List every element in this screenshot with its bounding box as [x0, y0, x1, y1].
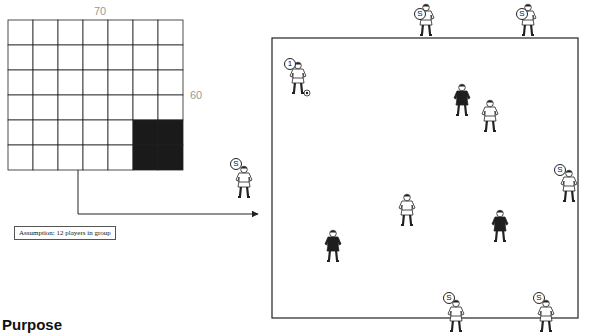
- field-square: [272, 38, 578, 318]
- section-heading: Purpose: [2, 317, 62, 332]
- grid-cell: [158, 70, 183, 95]
- grid-cell: [83, 145, 108, 170]
- grid-cell: [158, 45, 183, 70]
- note-box: Assumption: 12 players in group: [14, 226, 116, 240]
- grid-cell: [83, 45, 108, 70]
- grid-cell: [83, 120, 108, 145]
- grid-cell: [33, 120, 58, 145]
- grid-cell: [133, 20, 158, 45]
- dimension: 60: [190, 90, 202, 101]
- dark-player: [454, 84, 470, 115]
- light-player: [448, 300, 464, 331]
- grid-cell: [33, 145, 58, 170]
- grid-cell: [58, 95, 83, 120]
- grid-cell: [133, 45, 158, 70]
- grid-cell: [158, 95, 183, 120]
- support-marker: S: [516, 8, 528, 20]
- shaded-cell: [133, 120, 158, 145]
- light-player: [482, 100, 498, 131]
- light-player: [236, 166, 252, 197]
- support-marker: S: [230, 158, 242, 170]
- grid-cell: [108, 145, 133, 170]
- grid-cell: [58, 145, 83, 170]
- grid-cell: [33, 45, 58, 70]
- support-marker: S: [554, 164, 566, 176]
- grid-cell: [108, 120, 133, 145]
- light-player: [538, 300, 554, 331]
- grid-cell: [158, 20, 183, 45]
- grid-cell: [58, 70, 83, 95]
- grid-cell: [8, 20, 33, 45]
- grid-cell: [108, 20, 133, 45]
- grid-cell: [8, 120, 33, 145]
- grid-cell: [8, 145, 33, 170]
- support-marker: S: [414, 8, 426, 20]
- grid-cell: [33, 70, 58, 95]
- light-player: [399, 194, 415, 225]
- grid-cell: [108, 95, 133, 120]
- grid-cell: [8, 45, 33, 70]
- dark-player: [492, 210, 508, 241]
- support-marker: S: [443, 292, 455, 304]
- pointer-arrow: [78, 170, 258, 214]
- shaded-cell: [158, 145, 183, 170]
- grid-cell: [33, 95, 58, 120]
- note-text: Assumption: 12 players in group: [19, 229, 111, 237]
- shaded-cell: [158, 120, 183, 145]
- grid-cell: [83, 95, 108, 120]
- grid-cell: [8, 70, 33, 95]
- grid-cell: [108, 70, 133, 95]
- dimension: 70: [94, 6, 106, 17]
- grid-cell: [58, 45, 83, 70]
- pitch-grid: [8, 20, 183, 170]
- ball: [304, 90, 310, 96]
- players: [236, 4, 577, 331]
- grid-cell: [133, 95, 158, 120]
- grid-cell: [83, 20, 108, 45]
- shaded-cell: [133, 145, 158, 170]
- grid-cell: [58, 120, 83, 145]
- grid-cell: [108, 45, 133, 70]
- pointer-arrow: [78, 170, 258, 214]
- grid-cell: [33, 20, 58, 45]
- grid-cell: [83, 70, 108, 95]
- grid-cell: [8, 95, 33, 120]
- support-marker: S: [533, 292, 545, 304]
- grid-cell: [133, 70, 158, 95]
- callout-number: 1: [284, 58, 296, 70]
- dark-player: [325, 230, 341, 261]
- grid-cell: [58, 20, 83, 45]
